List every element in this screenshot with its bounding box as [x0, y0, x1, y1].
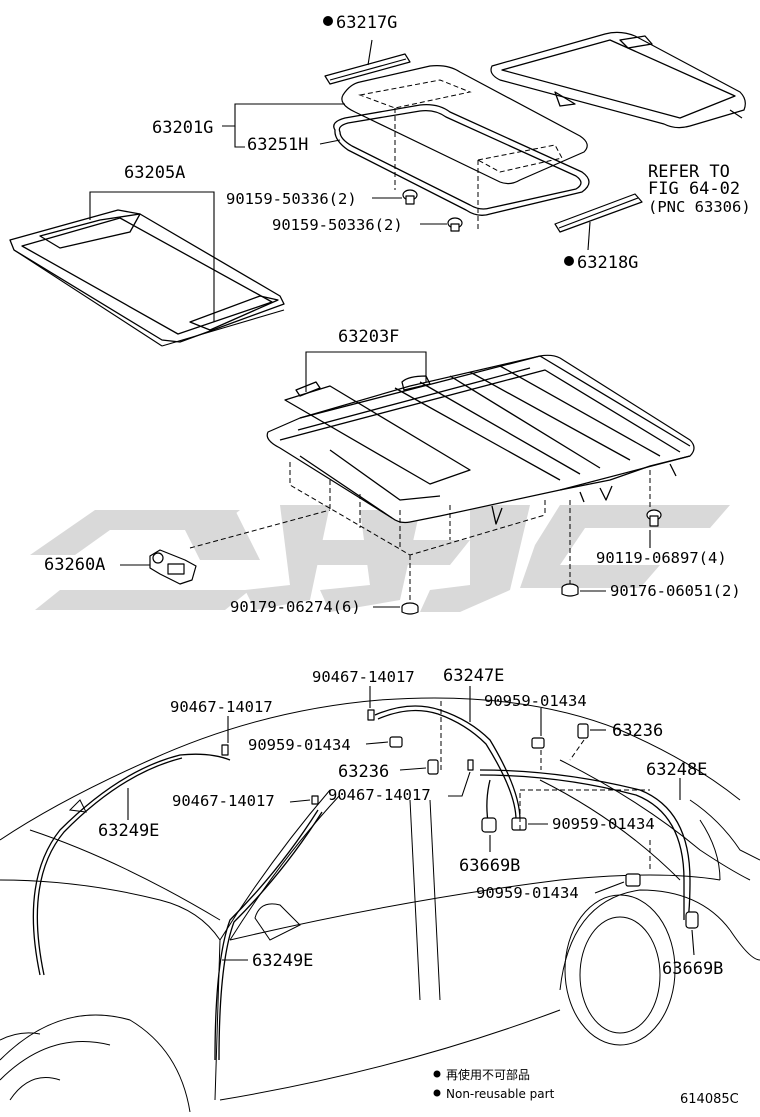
refer-line-2[interactable]: FIG 64-02	[648, 179, 740, 199]
label-90959-c[interactable]: 90959-01434	[552, 815, 655, 833]
guide-lines-middle	[189, 462, 651, 605]
weatherstrip-63217g[interactable]	[324, 39, 411, 85]
sunroof-glass-63201g[interactable]	[341, 65, 588, 232]
leader-lines-bottom	[127, 686, 695, 961]
label-90159-a[interactable]: 90159-50336(2)	[226, 190, 357, 208]
car-body-outline	[0, 697, 760, 1113]
label-63205a[interactable]: 63205A	[124, 163, 185, 183]
legend-english: Non-reusable part	[446, 1087, 555, 1101]
label-63203f[interactable]: 63203F	[338, 327, 399, 347]
clamp-90959-low[interactable]	[625, 873, 641, 887]
bracket-63236-right[interactable]	[577, 723, 589, 739]
label-63217g[interactable]: 63217G	[336, 13, 397, 33]
label-90467-a[interactable]: 90467-14017	[312, 668, 415, 686]
clamp-90959-left[interactable]	[389, 736, 403, 748]
label-63236-b[interactable]: 63236	[338, 762, 389, 782]
sunroof-frame-63205a[interactable]	[9, 209, 285, 347]
non-reusable-dot-icon	[323, 16, 333, 26]
label-90159-b[interactable]: 90159-50336(2)	[272, 216, 403, 234]
label-63218g[interactable]: 63218G	[577, 253, 638, 273]
grommet-63669b-left[interactable]	[481, 817, 497, 833]
label-63249e-b[interactable]: 63249E	[252, 951, 313, 971]
screw-90159-a[interactable]	[402, 189, 418, 205]
label-90179[interactable]: 90179-06274(6)	[230, 598, 361, 616]
label-90959-d[interactable]: 90959-01434	[476, 884, 579, 902]
label-90467-c[interactable]: 90467-14017	[172, 792, 275, 810]
drain-hose-63249e-front-left[interactable]	[32, 753, 231, 976]
label-63669b-a[interactable]: 63669B	[459, 856, 520, 876]
label-90176[interactable]: 90176-06051(2)	[610, 582, 741, 600]
label-90959-b[interactable]: 90959-01434	[248, 736, 351, 754]
label-63236-a[interactable]: 63236	[612, 721, 663, 741]
clamp-90959-top[interactable]	[531, 737, 545, 749]
refer-line-1: REFER TO	[648, 162, 730, 182]
bolt-90119[interactable]	[646, 509, 662, 527]
label-63247e[interactable]: 63247E	[443, 666, 504, 686]
figure-id: 614085C	[680, 1092, 739, 1107]
label-90467-b[interactable]: 90467-14017	[170, 698, 273, 716]
label-90119[interactable]: 90119-06897(4)	[596, 549, 727, 567]
refer-line-3: (PNC 63306)	[648, 198, 751, 216]
weatherstrip-63218g[interactable]	[554, 193, 643, 251]
sunshade-assembly[interactable]	[490, 31, 746, 129]
non-reusable-dot-icon	[564, 256, 574, 266]
drain-hose-63247e[interactable]	[374, 705, 521, 821]
nut-90179[interactable]	[401, 602, 419, 615]
label-90467-d[interactable]: 90467-14017	[328, 786, 431, 804]
label-63248e[interactable]: 63248E	[646, 760, 707, 780]
label-90959-a[interactable]: 90959-01434	[484, 692, 587, 710]
non-reusable-dot-icon	[433, 1089, 441, 1097]
sunroof-motor-63260a[interactable]	[149, 549, 197, 585]
non-reusable-dot-icon	[433, 1070, 441, 1078]
grommet-63669b-right[interactable]	[685, 911, 699, 929]
label-63260a[interactable]: 63260A	[44, 555, 105, 575]
clip-90467-small[interactable]	[221, 709, 474, 805]
watermark-logo	[30, 505, 730, 612]
clamp-90959-mid[interactable]	[511, 817, 527, 831]
label-63669b-b[interactable]: 63669B	[662, 959, 723, 979]
label-63251h[interactable]: 63251H	[247, 135, 308, 155]
nut-90176[interactable]	[561, 583, 579, 597]
legend: 再使用不可部品 Non-reusable part	[433, 1067, 555, 1101]
legend-japanese: 再使用不可部品	[446, 1067, 530, 1082]
screw-90159-b[interactable]	[447, 217, 463, 232]
bracket-63236-left[interactable]	[427, 759, 439, 775]
drain-hose-63249e-front-right[interactable]	[214, 809, 323, 1061]
label-63249e-a[interactable]: 63249E	[98, 821, 159, 841]
label-63201g[interactable]: 63201G	[152, 118, 213, 138]
sunroof-housing-63203f[interactable]	[266, 354, 695, 525]
glass-seal-63251h[interactable]	[333, 104, 590, 216]
